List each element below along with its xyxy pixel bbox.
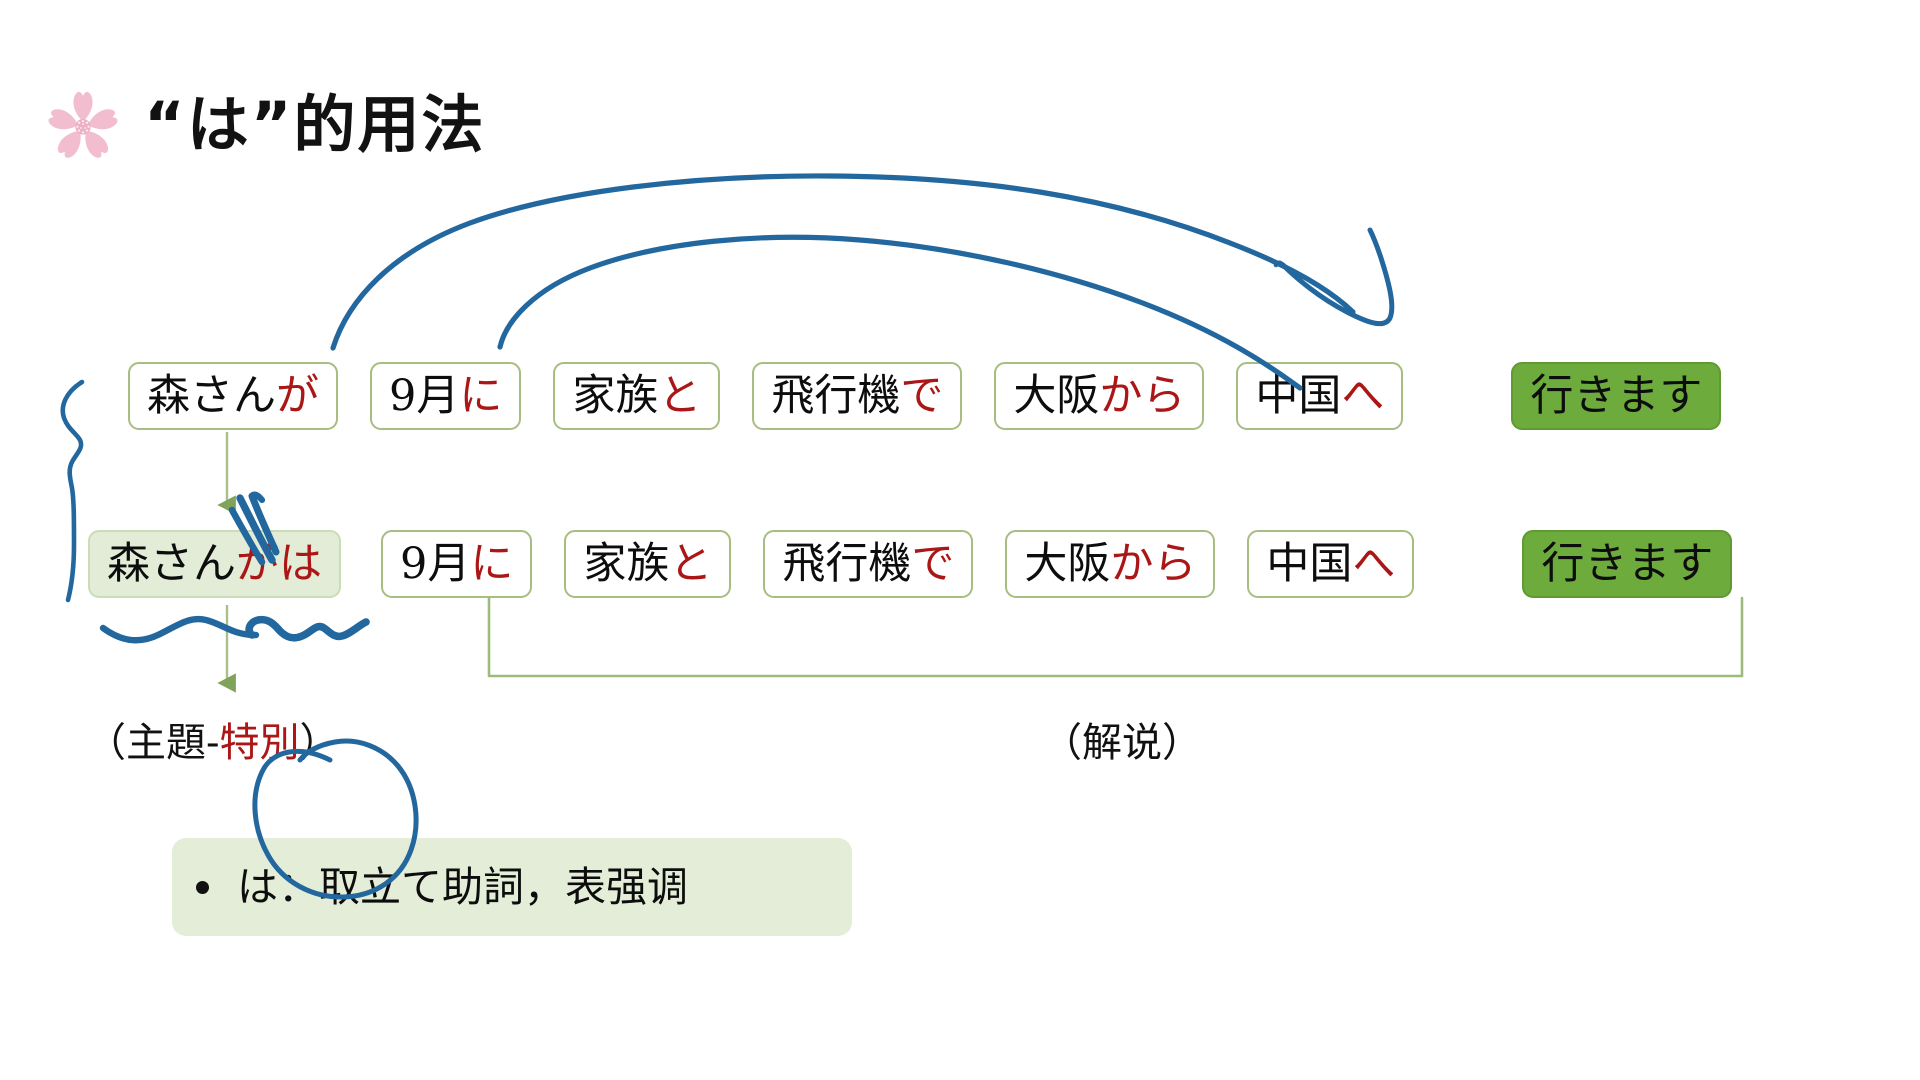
chunk-subject-row1[interactable]: 森さんが: [128, 362, 338, 430]
sentence-row-topic: 森さんがは 9月に 家族と 飛行機で 大阪から 中国へ 行きます: [88, 528, 1733, 600]
hand-drawn-arrowhead: [1280, 227, 1395, 327]
chunk-particle: が: [276, 370, 319, 421]
hand-drawn-wavy-underline: [99, 615, 260, 644]
slide-header: “は”的用法: [40, 70, 486, 180]
chunk-stem: 9月: [400, 538, 471, 589]
chunk-verb-row1[interactable]: 行きます: [1511, 362, 1722, 430]
chunk-particle: で: [911, 538, 955, 589]
chunk-particle: に: [459, 370, 503, 421]
caption-highlight: 特別: [219, 720, 300, 766]
note-text: は：取立て助詞，表强调: [237, 862, 688, 911]
hand-drawn-arc-outer: [330, 173, 1356, 351]
caption-dash: -: [206, 720, 220, 766]
chunk-stem: 大阪: [1013, 370, 1100, 421]
chunk-companion-row1[interactable]: 家族と: [553, 362, 721, 430]
bullet-point-icon: [196, 880, 209, 894]
chunk-origin-row2[interactable]: 大阪から: [1005, 530, 1216, 598]
chunk-stem: 9月: [389, 370, 460, 421]
caption-topic-special: （主題-特別）: [86, 723, 340, 763]
chunk-stem: 森さん: [147, 370, 276, 421]
hand-drawn-left-brace: [60, 379, 85, 603]
chunk-stem: 飛行機: [771, 370, 901, 421]
page-title: “は”的用法: [144, 88, 486, 161]
hand-drawn-wavy-underline-2: [245, 615, 370, 642]
chunk-stem: 大阪: [1024, 538, 1111, 589]
chunk-time-row1[interactable]: 9月に: [370, 362, 522, 430]
chunk-particle: と: [669, 538, 713, 589]
chunk-stem: 家族: [572, 370, 659, 421]
chunk-stem: 中国: [1266, 538, 1353, 589]
chunk-stem: 飛行機: [782, 538, 912, 589]
hand-drawn-strikeout-1: [248, 491, 266, 504]
caption-close: ）: [299, 720, 340, 766]
chunk-stem: 中国: [1255, 370, 1342, 421]
chunk-verb-row2[interactable]: 行きます: [1522, 530, 1733, 598]
chunk-time-row2[interactable]: 9月に: [381, 530, 533, 598]
hand-drawn-arrowhead-tail: [1273, 260, 1286, 268]
green-predicate-bracket: [487, 596, 1744, 678]
chunk-struck-particle: が: [236, 538, 279, 589]
chunk-stem: 森さん: [107, 538, 236, 589]
caption-predicate: （解说）: [1042, 720, 1202, 766]
chunk-particle: は: [279, 538, 322, 589]
chunk-particle: と: [658, 370, 702, 421]
sentence-row-original: 森さんが 9月に 家族と 飛行機で 大阪から 中国へ 行きます: [128, 360, 1722, 432]
chunk-destination-row1[interactable]: 中国へ: [1236, 362, 1404, 430]
chunk-origin-row1[interactable]: 大阪から: [994, 362, 1205, 430]
chunk-destination-row2[interactable]: 中国へ: [1247, 530, 1415, 598]
chunk-topic-row2[interactable]: 森さんがは: [88, 530, 341, 598]
chunk-particle: で: [900, 370, 944, 421]
chunk-particle: から: [1110, 538, 1197, 589]
chunk-means-row2[interactable]: 飛行機で: [763, 530, 974, 598]
chunk-particle: から: [1099, 370, 1186, 421]
chunk-particle: に: [470, 538, 514, 589]
chunk-companion-row2[interactable]: 家族と: [564, 530, 732, 598]
sakura-flower-icon: [40, 82, 126, 168]
chunk-stem: 家族: [583, 538, 670, 589]
caption-open: （主題: [86, 720, 206, 766]
chunk-particle: へ: [1341, 370, 1385, 421]
note-callout: は：取立て助詞，表强调: [172, 838, 852, 936]
chunk-particle: へ: [1352, 538, 1396, 589]
chunk-means-row1[interactable]: 飛行機で: [752, 362, 963, 430]
